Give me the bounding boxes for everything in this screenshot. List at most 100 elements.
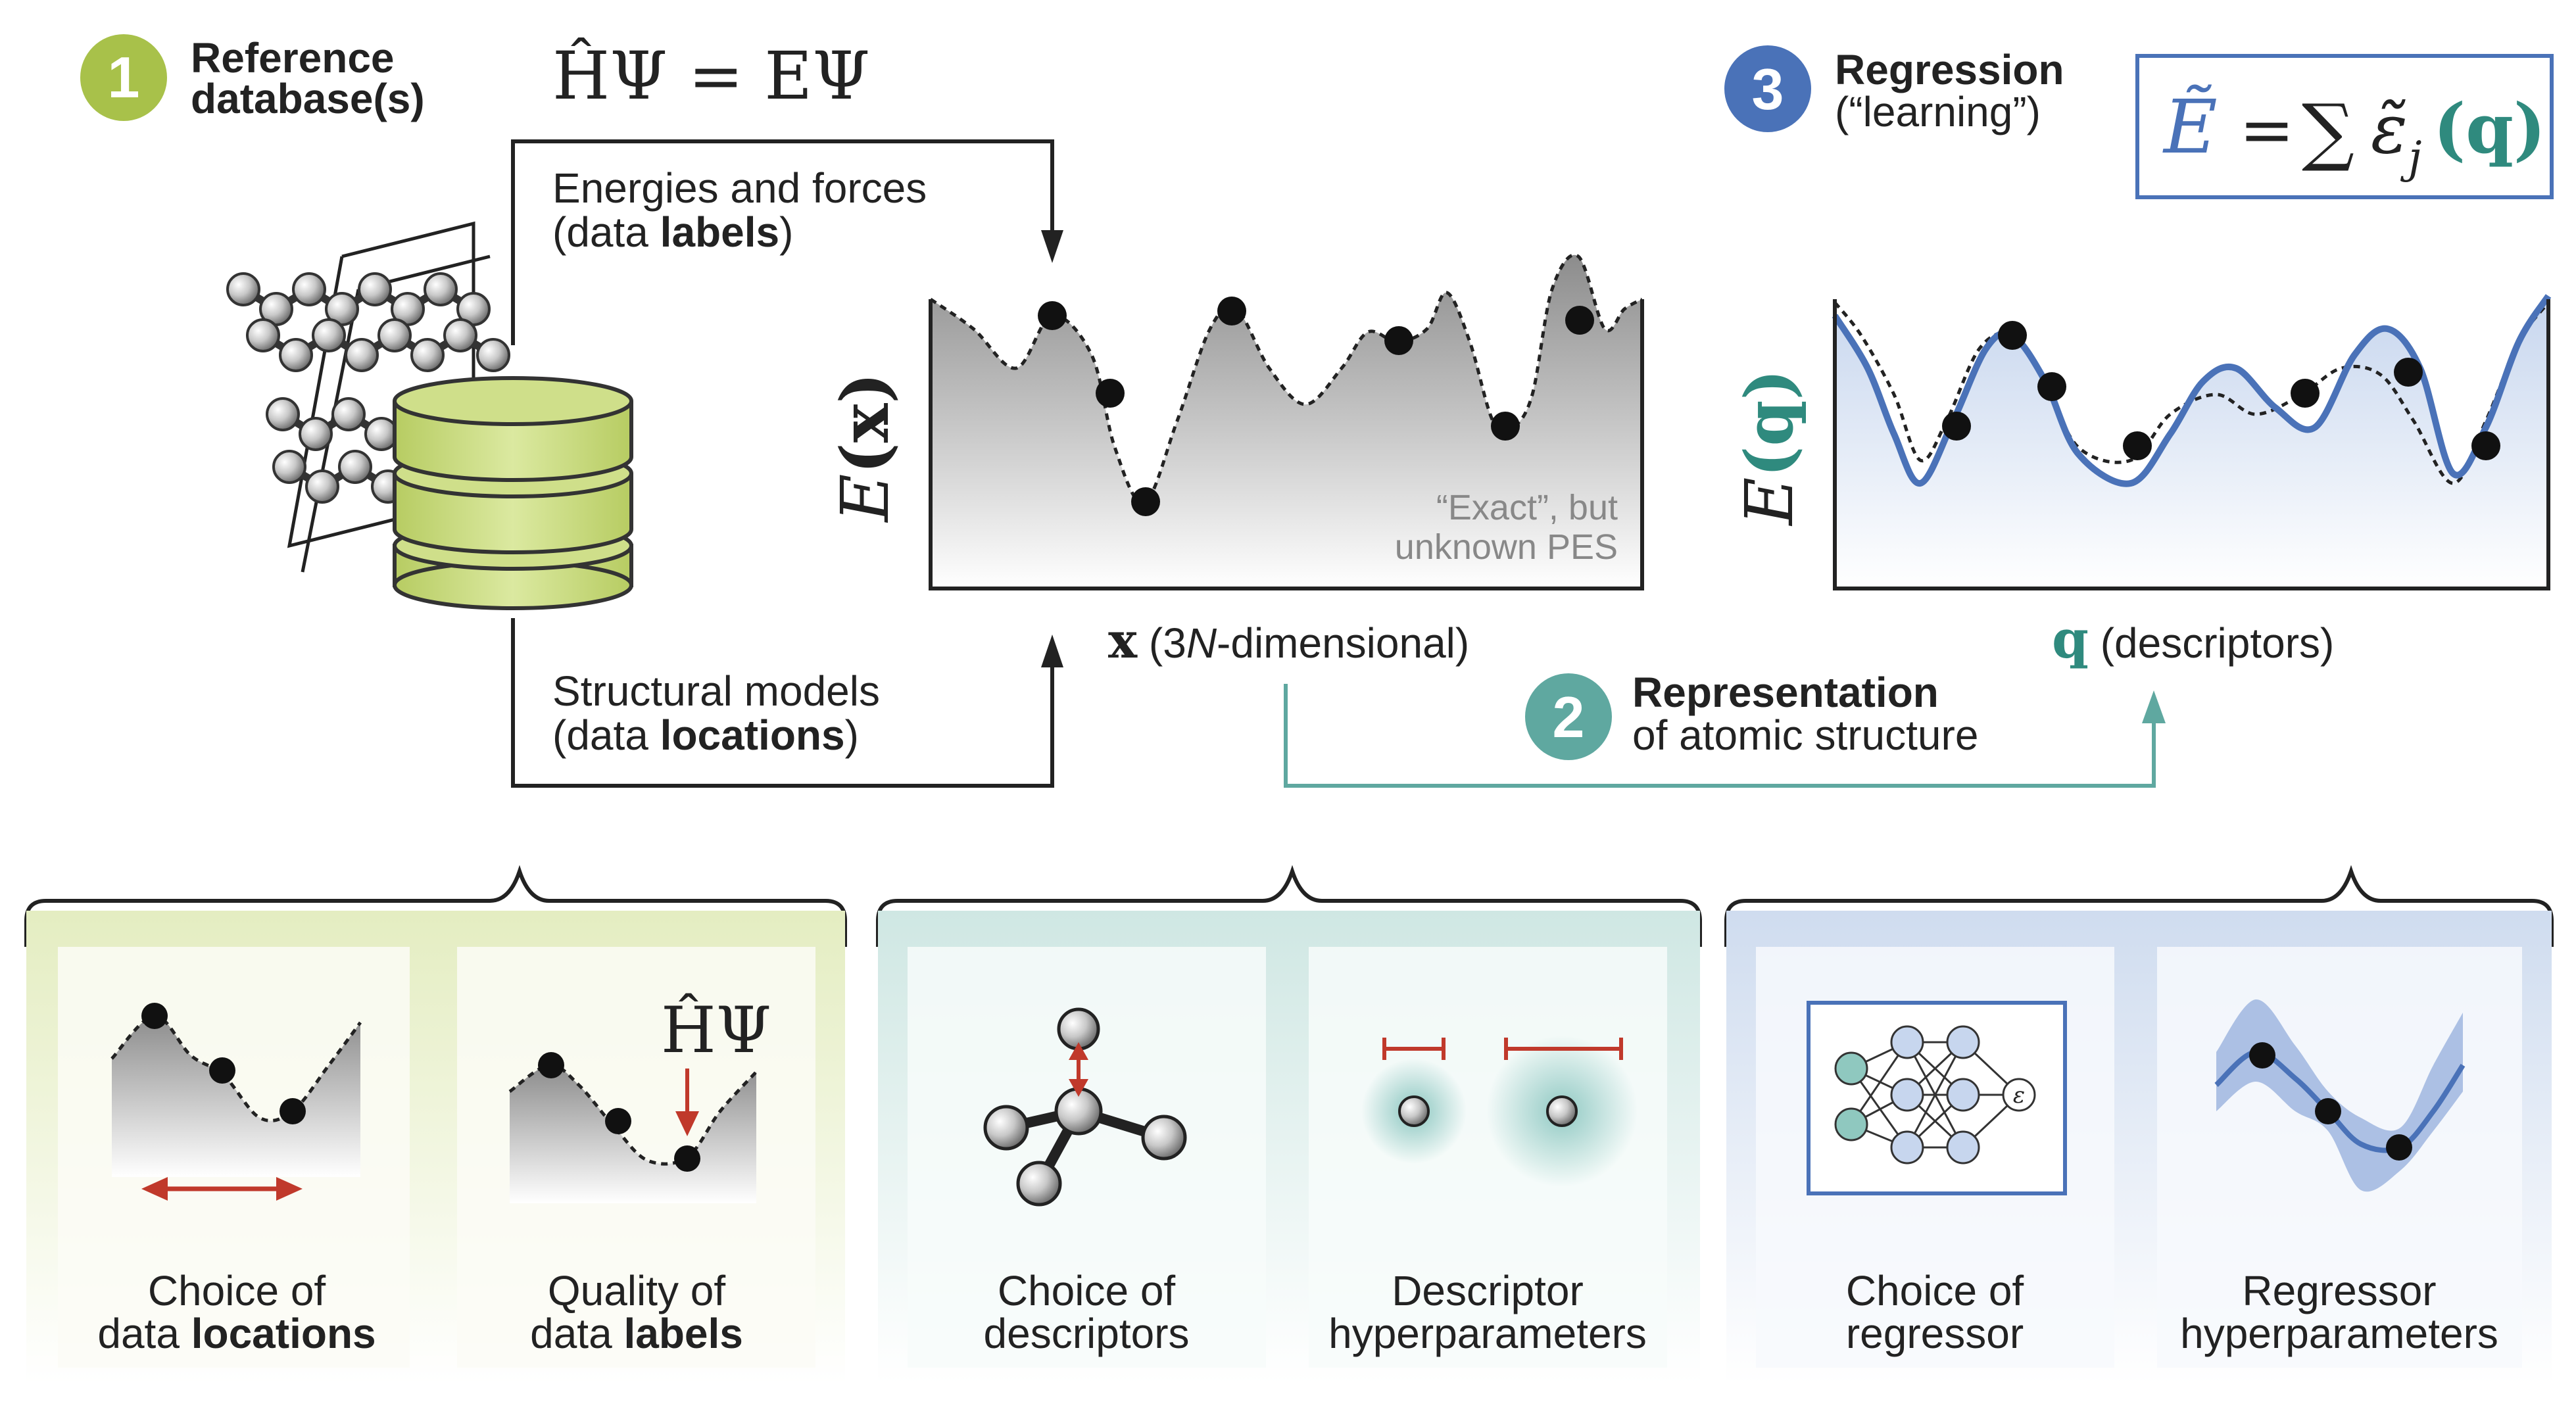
nn-hidden-node bbox=[1890, 1078, 1924, 1112]
svg-text:Regressor: Regressor bbox=[2242, 1267, 2436, 1314]
crystal-atom bbox=[246, 318, 280, 352]
step1-title-line2: database(s) bbox=[191, 75, 425, 122]
nn-output-symbol: ε bbox=[2013, 1082, 2025, 1109]
crystal-atom bbox=[305, 469, 339, 504]
nn-hidden-node bbox=[1890, 1130, 1924, 1165]
step2-title: Representation bbox=[1632, 669, 1939, 716]
svg-text:descriptors: descriptors bbox=[984, 1310, 1190, 1357]
regression-frame bbox=[1833, 299, 2550, 590]
pes-data-point bbox=[1384, 326, 1413, 355]
crystal-atom bbox=[312, 318, 346, 352]
locations-arrowhead bbox=[1041, 635, 1063, 667]
crystal-atom bbox=[476, 338, 510, 372]
svg-text:data locations: data locations bbox=[97, 1310, 376, 1357]
regression-data-point bbox=[2471, 431, 2500, 460]
step3-circle bbox=[1724, 45, 1811, 132]
step2-number: 2 bbox=[1553, 684, 1585, 750]
exact-pes-line1: “Exact”, but bbox=[1436, 488, 1618, 527]
svg-text:hyperparameters: hyperparameters bbox=[1328, 1310, 1647, 1357]
svg-text:Choice of: Choice of bbox=[998, 1267, 1176, 1314]
crystal-atom bbox=[279, 338, 313, 372]
pes-plot bbox=[929, 253, 1644, 590]
regression-data-point bbox=[1942, 412, 1971, 441]
step1-number: 1 bbox=[108, 45, 140, 110]
step3-title: Regression bbox=[1835, 46, 2064, 93]
panel-caption-descriptor-hyper: Descriptor hyperparameters bbox=[1328, 1267, 1647, 1357]
pes-data-point bbox=[1038, 301, 1067, 330]
nn-input-node bbox=[1834, 1051, 1868, 1086]
step3-subtitle: (“learning”) bbox=[1835, 88, 2041, 135]
crystal-atom bbox=[364, 417, 399, 451]
pes-data-point bbox=[1491, 412, 1520, 441]
regression-y-label: E(q) bbox=[1730, 369, 1808, 527]
wide-width-bar bbox=[1504, 1038, 1623, 1060]
representation-connector bbox=[1284, 684, 2156, 788]
step2-circle bbox=[1525, 673, 1612, 760]
location-data-point bbox=[209, 1057, 235, 1084]
regression-lhs: Ẽ bbox=[2162, 84, 2218, 170]
group-bracket-data bbox=[24, 865, 847, 947]
regression-sample-point bbox=[2249, 1042, 2275, 1069]
regression-sum: ∑ bbox=[2302, 89, 2354, 174]
structural-models-line1: Structural models bbox=[552, 667, 880, 715]
step1-title-line1: Reference bbox=[191, 34, 395, 82]
regression-sample-point bbox=[2386, 1134, 2412, 1161]
crystal-atom bbox=[410, 338, 445, 372]
labels-connector bbox=[511, 139, 1054, 345]
group-bracket-representation bbox=[876, 865, 1702, 947]
crystal-atom bbox=[272, 450, 306, 484]
crystal-atom bbox=[358, 272, 392, 306]
uncertainty-band-illustration bbox=[2214, 999, 2466, 1192]
energies-forces-line2: (data labels) bbox=[552, 208, 793, 256]
database-icon bbox=[393, 376, 633, 610]
regression-reference-curve bbox=[1834, 301, 2550, 485]
crystal-atom bbox=[292, 272, 326, 306]
regression-data-point bbox=[2037, 372, 2066, 401]
molecule-icon bbox=[983, 1007, 1187, 1207]
nn-hidden-node bbox=[1946, 1025, 1980, 1059]
schrodinger-equation: ĤΨ = EΨ bbox=[552, 37, 870, 114]
pes-area bbox=[931, 254, 1642, 588]
svg-text:Quality of: Quality of bbox=[548, 1267, 726, 1314]
representation-arrowhead bbox=[2142, 690, 2166, 723]
q-axis-label: q (descriptors) bbox=[2052, 608, 2334, 670]
location-data-point bbox=[141, 1003, 168, 1029]
regression-equation-box bbox=[2135, 54, 2554, 199]
label-data-point bbox=[605, 1108, 631, 1134]
location-data-point bbox=[279, 1098, 306, 1124]
crystal-atom bbox=[377, 318, 412, 352]
structural-models-line2: (data locations) bbox=[552, 711, 859, 759]
svg-text:Choice of: Choice of bbox=[1846, 1267, 2024, 1314]
pes-frame bbox=[929, 299, 1644, 590]
nn-connection bbox=[1906, 1042, 1964, 1148]
regression-data-point bbox=[2291, 379, 2320, 408]
exact-pes-line2: unknown PES bbox=[1395, 527, 1618, 567]
crystal-atom bbox=[226, 272, 260, 306]
label-data-point bbox=[538, 1052, 564, 1078]
step2-badge: 2 bbox=[1525, 673, 1612, 760]
panel-caption-labels: Quality of data labels bbox=[530, 1267, 743, 1357]
step2-subtitle: of atomic structure bbox=[1632, 711, 1978, 759]
energies-forces-line1: Energies and forces bbox=[552, 164, 927, 212]
panel-caption-regressor: Choice of regressor bbox=[1846, 1267, 2024, 1357]
pes-data-point bbox=[1217, 297, 1246, 325]
nn-output-node bbox=[2002, 1078, 2036, 1112]
crystal-atom bbox=[338, 450, 372, 484]
pes-data-point bbox=[1565, 306, 1594, 335]
regression-equation: Ẽ = ∑ ε̃ j (q) bbox=[2135, 54, 2554, 199]
crystal-atom bbox=[266, 397, 300, 431]
panel-labels-illustration: ĤΨ bbox=[508, 994, 771, 1203]
nn-hidden-node bbox=[1890, 1025, 1924, 1059]
cutoff-width-illustration bbox=[1361, 1036, 1638, 1187]
crystal-atom bbox=[331, 397, 366, 431]
nn-input-node bbox=[1834, 1107, 1868, 1141]
svg-text:regressor: regressor bbox=[1846, 1310, 2024, 1357]
crystal-atom bbox=[424, 272, 458, 306]
regression-equals: = bbox=[2239, 91, 2295, 168]
labels-arrowhead bbox=[1041, 230, 1063, 263]
svg-text:Choice of: Choice of bbox=[148, 1267, 326, 1314]
regression-q: (q) bbox=[2433, 88, 2546, 169]
narrow-width-bar bbox=[1382, 1038, 1446, 1060]
locations-connector bbox=[511, 618, 1054, 788]
